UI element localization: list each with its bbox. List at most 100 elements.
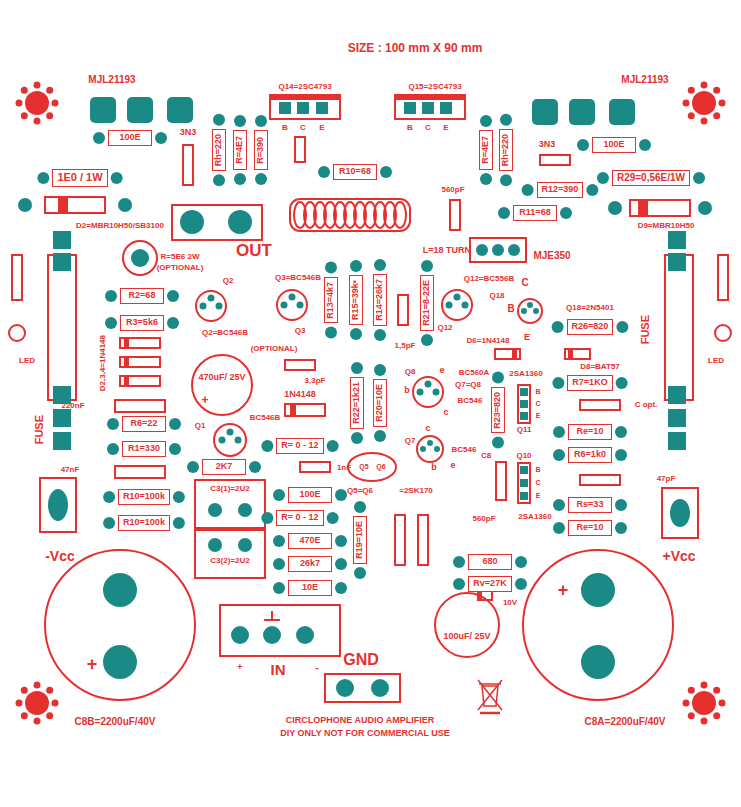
lead-pad <box>615 426 627 438</box>
lead-pad <box>255 115 267 127</box>
resistor-body: R19=10E <box>353 516 366 564</box>
resistor-body: Rs=33 <box>568 497 612 512</box>
lead-pad <box>107 418 119 430</box>
resistor-body: R26=820 <box>567 319 614 334</box>
lead-pad <box>492 436 504 448</box>
resistor-body: Rv=27K <box>468 576 512 591</box>
resistor-body: 680 <box>468 554 512 569</box>
lead-pad <box>325 262 337 274</box>
small-capacitors <box>115 137 620 578</box>
lead-pad <box>173 517 185 529</box>
silkscreen-label: OUT <box>236 242 272 260</box>
component-value: R11=68 <box>519 208 550 217</box>
lead-pad <box>374 259 386 271</box>
lead-pad <box>187 461 199 473</box>
lead-pad <box>374 364 386 376</box>
lead-pad <box>327 440 339 452</box>
silkscreen-label: CIRCLOPHONE AUDIO AMPLIFIER <box>286 716 434 725</box>
lead-pad <box>351 432 363 444</box>
silkscreen-label: C8 <box>481 452 491 460</box>
lead-pad <box>167 290 179 302</box>
silkscreen-label: Q14=2SC4793 <box>278 83 331 91</box>
lead-pad <box>234 173 246 185</box>
component-value: R2=68 <box>129 291 156 300</box>
transistor-outlines <box>123 241 542 481</box>
resistor-body: R29=0,56E/1W <box>612 170 690 187</box>
lead-pad <box>335 535 347 547</box>
lead-pad <box>515 578 527 590</box>
silkscreen-label: B <box>507 304 514 315</box>
lead-pad <box>249 461 261 473</box>
resistor-body: R6=22 <box>122 416 166 431</box>
silkscreen-label: E <box>524 333 530 342</box>
silkscreen-label: 1,5pF <box>395 342 416 350</box>
silkscreen-label: D2,3,4=1N4148 <box>99 335 107 391</box>
film-cap-pads <box>208 503 252 552</box>
silkscreen-label: Q6 <box>376 463 385 470</box>
resistor-body: R23=820 <box>491 387 504 434</box>
component-value: R22=1k21 <box>352 382 361 424</box>
resistor-body: 2K7 <box>202 459 246 474</box>
silkscreen-label: - <box>315 663 318 674</box>
resistor-body: Re=10 <box>568 424 612 439</box>
lead-pad <box>261 512 273 524</box>
resistor-body: R= 0 - 12 <box>276 510 323 525</box>
silkscreen-label: FUSE <box>640 315 652 344</box>
lead-pad <box>93 132 105 144</box>
silkscreen-label: Q11 <box>517 426 532 434</box>
lead-pad <box>453 556 465 568</box>
resistor-body: Rh=220 <box>212 129 225 171</box>
silkscreen-label: E <box>536 412 541 419</box>
silkscreen-label: 10V <box>503 599 517 607</box>
component-value: R26=820 <box>572 322 609 331</box>
lead-pad <box>616 321 628 333</box>
silkscreen-label: DIY ONLY NOT FOR COMMERCIAL USE <box>280 729 450 738</box>
resistor-body: R6=1k0 <box>568 447 612 462</box>
power-transistor-pads <box>90 97 635 125</box>
lead-pad <box>234 115 246 127</box>
weee-bin-icon <box>478 680 502 713</box>
lead-pad <box>167 317 179 329</box>
silkscreen-label: BC560A <box>459 369 490 377</box>
lead-pad <box>492 372 504 384</box>
silkscreen-label: 220nF <box>61 402 84 410</box>
silkscreen-label: -Vcc <box>45 549 75 564</box>
silkscreen-label: Q2=BC546B <box>202 329 248 337</box>
lead-pad <box>351 362 363 374</box>
silkscreen-label: Q10 <box>516 452 531 460</box>
resistor-body: 1E0 / 1W <box>52 169 107 187</box>
silkscreen-label: Q3=BC546B <box>275 274 321 282</box>
silkscreen-label: B <box>282 124 288 132</box>
silkscreen-label: Q2 <box>223 277 234 285</box>
silkscreen-label: (OPTIONAL) <box>157 264 204 272</box>
lead-pad <box>354 567 366 579</box>
resistor-body: R20=10E <box>373 379 386 427</box>
lead-pad <box>213 114 225 126</box>
component-value: 10E <box>302 583 318 592</box>
silkscreen-label: Q12=BC556B <box>464 275 514 283</box>
lead-pad <box>480 115 492 127</box>
component-value: R7=1KO <box>572 378 607 387</box>
lead-pad <box>552 377 564 389</box>
resistor-body: Re=10 <box>568 520 612 535</box>
lead-pad <box>318 166 330 178</box>
silkscreen-label: b <box>404 386 410 395</box>
silkscreen-label: C3(2)=2U2 <box>210 557 249 565</box>
component-value: Re=10 <box>577 523 604 532</box>
silkscreen-label: 2SA1360 <box>509 370 542 378</box>
resistor-body: R3=5k6 <box>120 315 164 330</box>
lead-pad <box>105 290 117 302</box>
component-value: R=390 <box>256 137 265 164</box>
silkscreen-label: E <box>536 492 541 499</box>
lead-pad <box>103 491 115 503</box>
silkscreen-label: c <box>425 424 430 433</box>
silkscreen-label: MJL21193 <box>88 75 135 86</box>
fuse-holders <box>48 231 693 450</box>
component-value: 1E0 / 1W <box>57 172 102 184</box>
silkscreen-label: 1nF <box>337 464 351 472</box>
lead-pad <box>273 535 285 547</box>
lead-pad <box>107 443 119 455</box>
lead-pad <box>498 207 510 219</box>
lead-pad <box>553 522 565 534</box>
silkscreen-label: 560pF <box>441 186 464 194</box>
